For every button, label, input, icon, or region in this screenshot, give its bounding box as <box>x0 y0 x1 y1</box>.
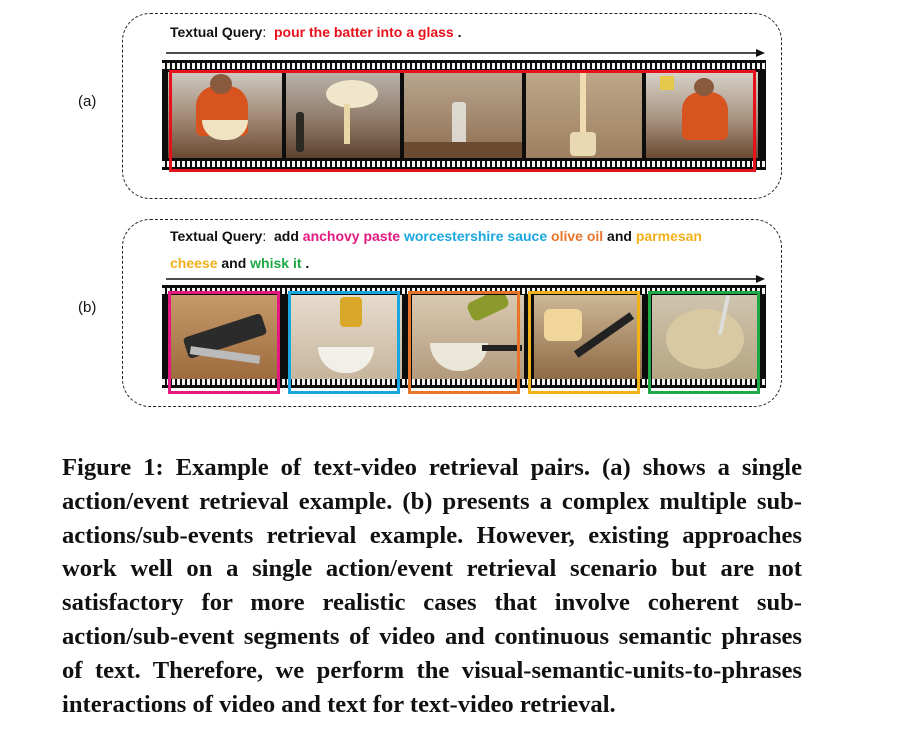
query-end: . <box>305 255 310 271</box>
figure-caption: Figure 1: Example of text-video retrieva… <box>62 451 802 721</box>
grating-cheese-image <box>534 295 642 379</box>
whisked-dressing-image <box>652 295 758 379</box>
panel-a-query: Textual Query: pour the batter into a gl… <box>170 24 461 40</box>
segment-box-worcestershire-sauce <box>288 291 400 394</box>
panel-a-label: (a) <box>78 93 97 110</box>
retrieved-segment-box-a <box>169 70 756 172</box>
anchovy-paste-tube-image <box>170 295 280 379</box>
query-prefix: Textual Query <box>170 24 263 40</box>
panel-b-query-line-2: cheese and whisk it . <box>170 255 309 271</box>
query-separator: : <box>262 24 267 40</box>
phrase-whisk-it: whisk it <box>250 255 302 271</box>
figure-caption-text: Figure 1: Example of text-video retrieva… <box>62 454 802 718</box>
panel-b-label: (b) <box>78 299 97 316</box>
film-strip-a <box>162 60 766 170</box>
query-and: and <box>221 255 247 271</box>
cook-mixing-bowl-image <box>168 72 282 158</box>
query-separator: : <box>262 228 267 244</box>
segment-box-olive-oil <box>408 291 520 394</box>
film-perforation-top <box>162 63 766 69</box>
query-phrase: pour the batter into a glass <box>274 24 454 40</box>
query-prefix: Textual Query <box>170 228 263 244</box>
phrase-olive-oil: olive oil <box>551 228 604 244</box>
batter-stream-image <box>526 72 642 158</box>
query-and: and <box>607 228 632 244</box>
phrase-worcestershire-sauce: worcestershire sauce <box>403 228 548 244</box>
panel-b <box>122 219 782 407</box>
cook-at-stove-image <box>646 72 758 158</box>
phrase-parmesan: parmesan <box>635 228 702 244</box>
glass-on-board-image <box>404 72 522 158</box>
panel-a <box>122 13 782 199</box>
oil-pouring-image <box>412 295 524 379</box>
sauce-pouring-image <box>290 295 402 379</box>
query-end: . <box>457 24 462 40</box>
film-perforation-bottom <box>162 161 766 167</box>
pouring-batter-image <box>286 72 400 158</box>
segment-box-anchovy-paste <box>168 291 280 394</box>
segment-box-whisk-it <box>648 291 760 394</box>
panel-b-query-line-1: Textual Query: add anchovy paste worcest… <box>170 228 702 244</box>
film-perforation-bottom <box>162 379 766 385</box>
segment-box-parmesan-cheese <box>528 291 640 394</box>
time-arrow-b <box>166 275 765 283</box>
phrase-anchovy-paste: anchovy paste <box>302 228 401 244</box>
query-lead: add <box>274 228 299 244</box>
time-arrow-a <box>166 49 765 57</box>
phrase-cheese: cheese <box>170 255 218 271</box>
